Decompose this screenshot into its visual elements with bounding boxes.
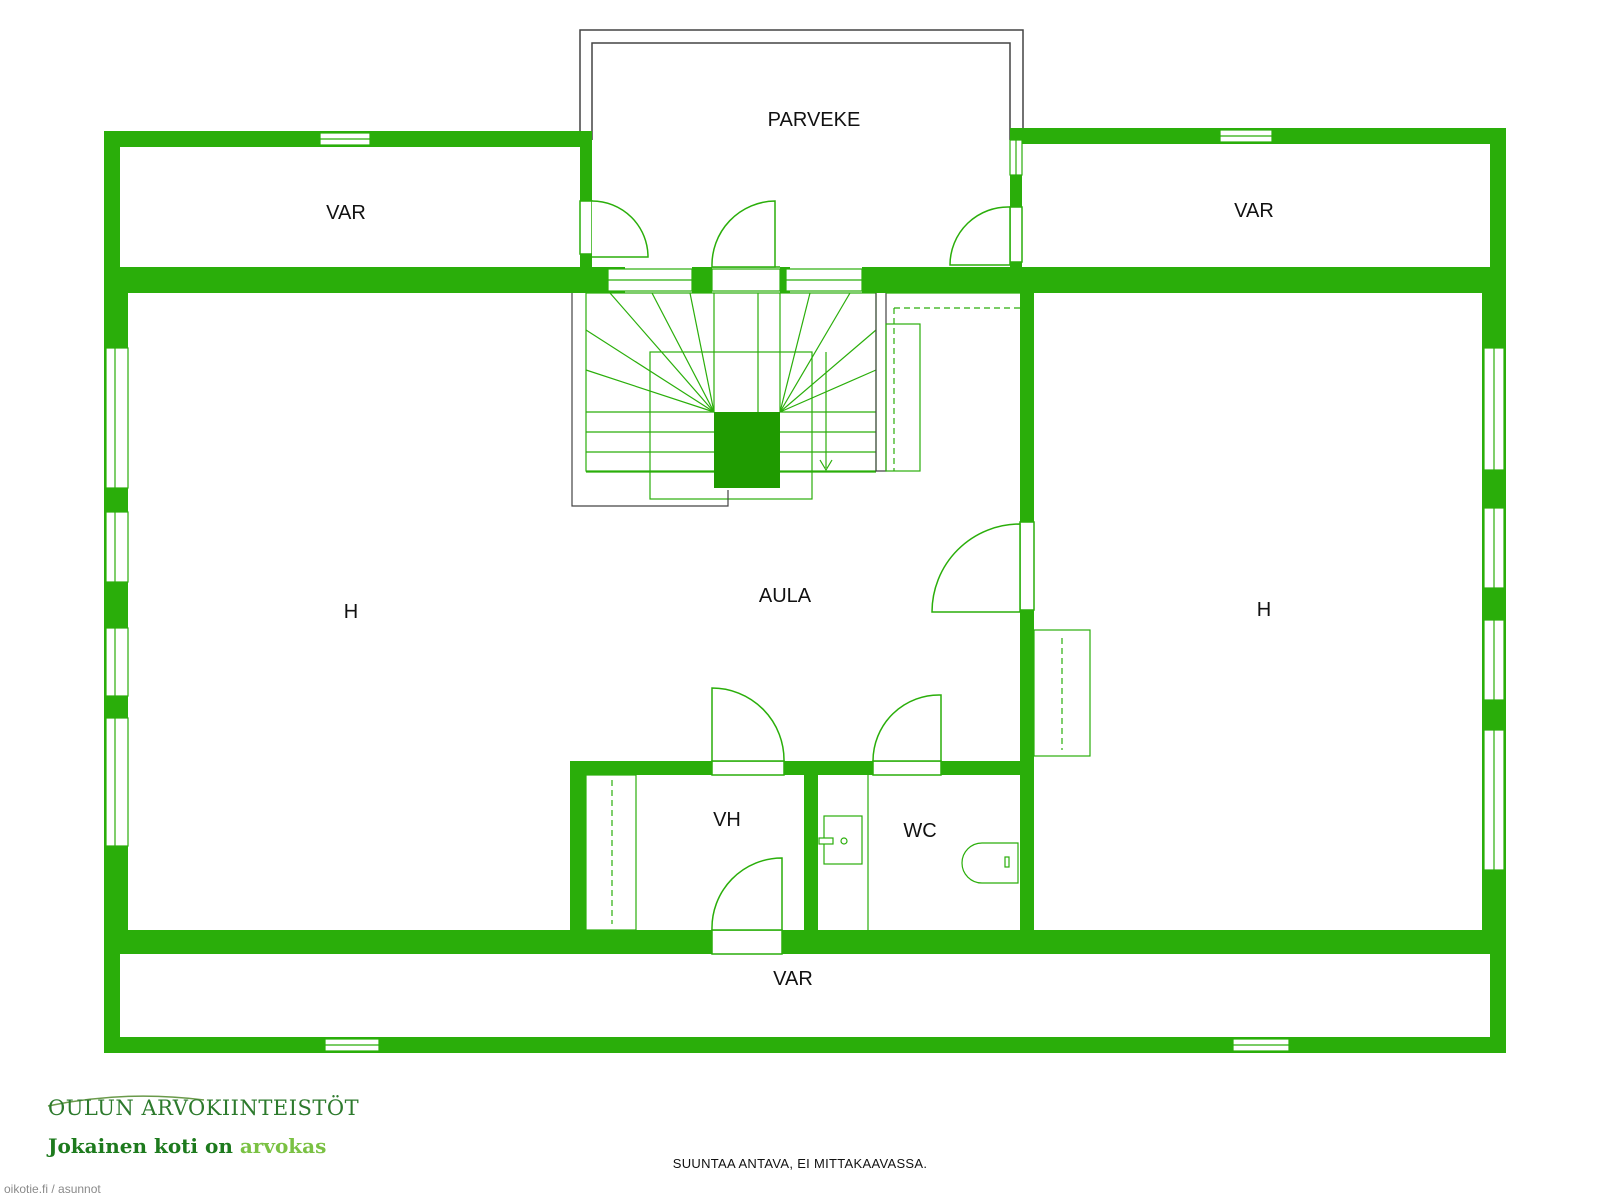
- site-watermark: oikotie.fi / asunnot: [4, 1182, 101, 1196]
- windows: [105, 129, 1505, 1052]
- logo-tagline-main: Jokainen koti on: [48, 1134, 233, 1158]
- cabinets: [585, 292, 1091, 931]
- label-var-bottom: VAR: [773, 968, 813, 990]
- label-var-left: VAR: [326, 202, 366, 224]
- doors: [579, 200, 1035, 955]
- logo-arc-icon: [47, 1095, 205, 1107]
- company-logo: OULUN ARVOKIINTEISTÖT Jokainen koti on a…: [44, 1090, 364, 1170]
- label-vh: VH: [713, 809, 741, 831]
- label-h-right: H: [1257, 599, 1271, 621]
- scale-disclaimer: SUUNTAA ANTAVA, EI MITTAKAAVASSA.: [672, 1156, 928, 1171]
- label-parveke: PARVEKE: [768, 109, 861, 131]
- logo-tagline-accent: arvokas: [239, 1134, 327, 1158]
- label-h-left: H: [344, 601, 358, 623]
- label-aula: AULA: [759, 585, 812, 607]
- logo-name: OULUN ARVOKIINTEISTÖT: [48, 1096, 360, 1120]
- balcony: [579, 29, 1024, 140]
- stair-landing-block: [714, 412, 780, 488]
- room-labels: PARVEKE VAR VAR H AULA H VH WC VAR: [326, 109, 1274, 990]
- wc-fixtures: [818, 815, 1019, 884]
- logo-tagline: Jokainen koti on arvokas: [48, 1134, 326, 1158]
- label-wc: WC: [903, 820, 936, 842]
- label-var-right: VAR: [1234, 200, 1274, 222]
